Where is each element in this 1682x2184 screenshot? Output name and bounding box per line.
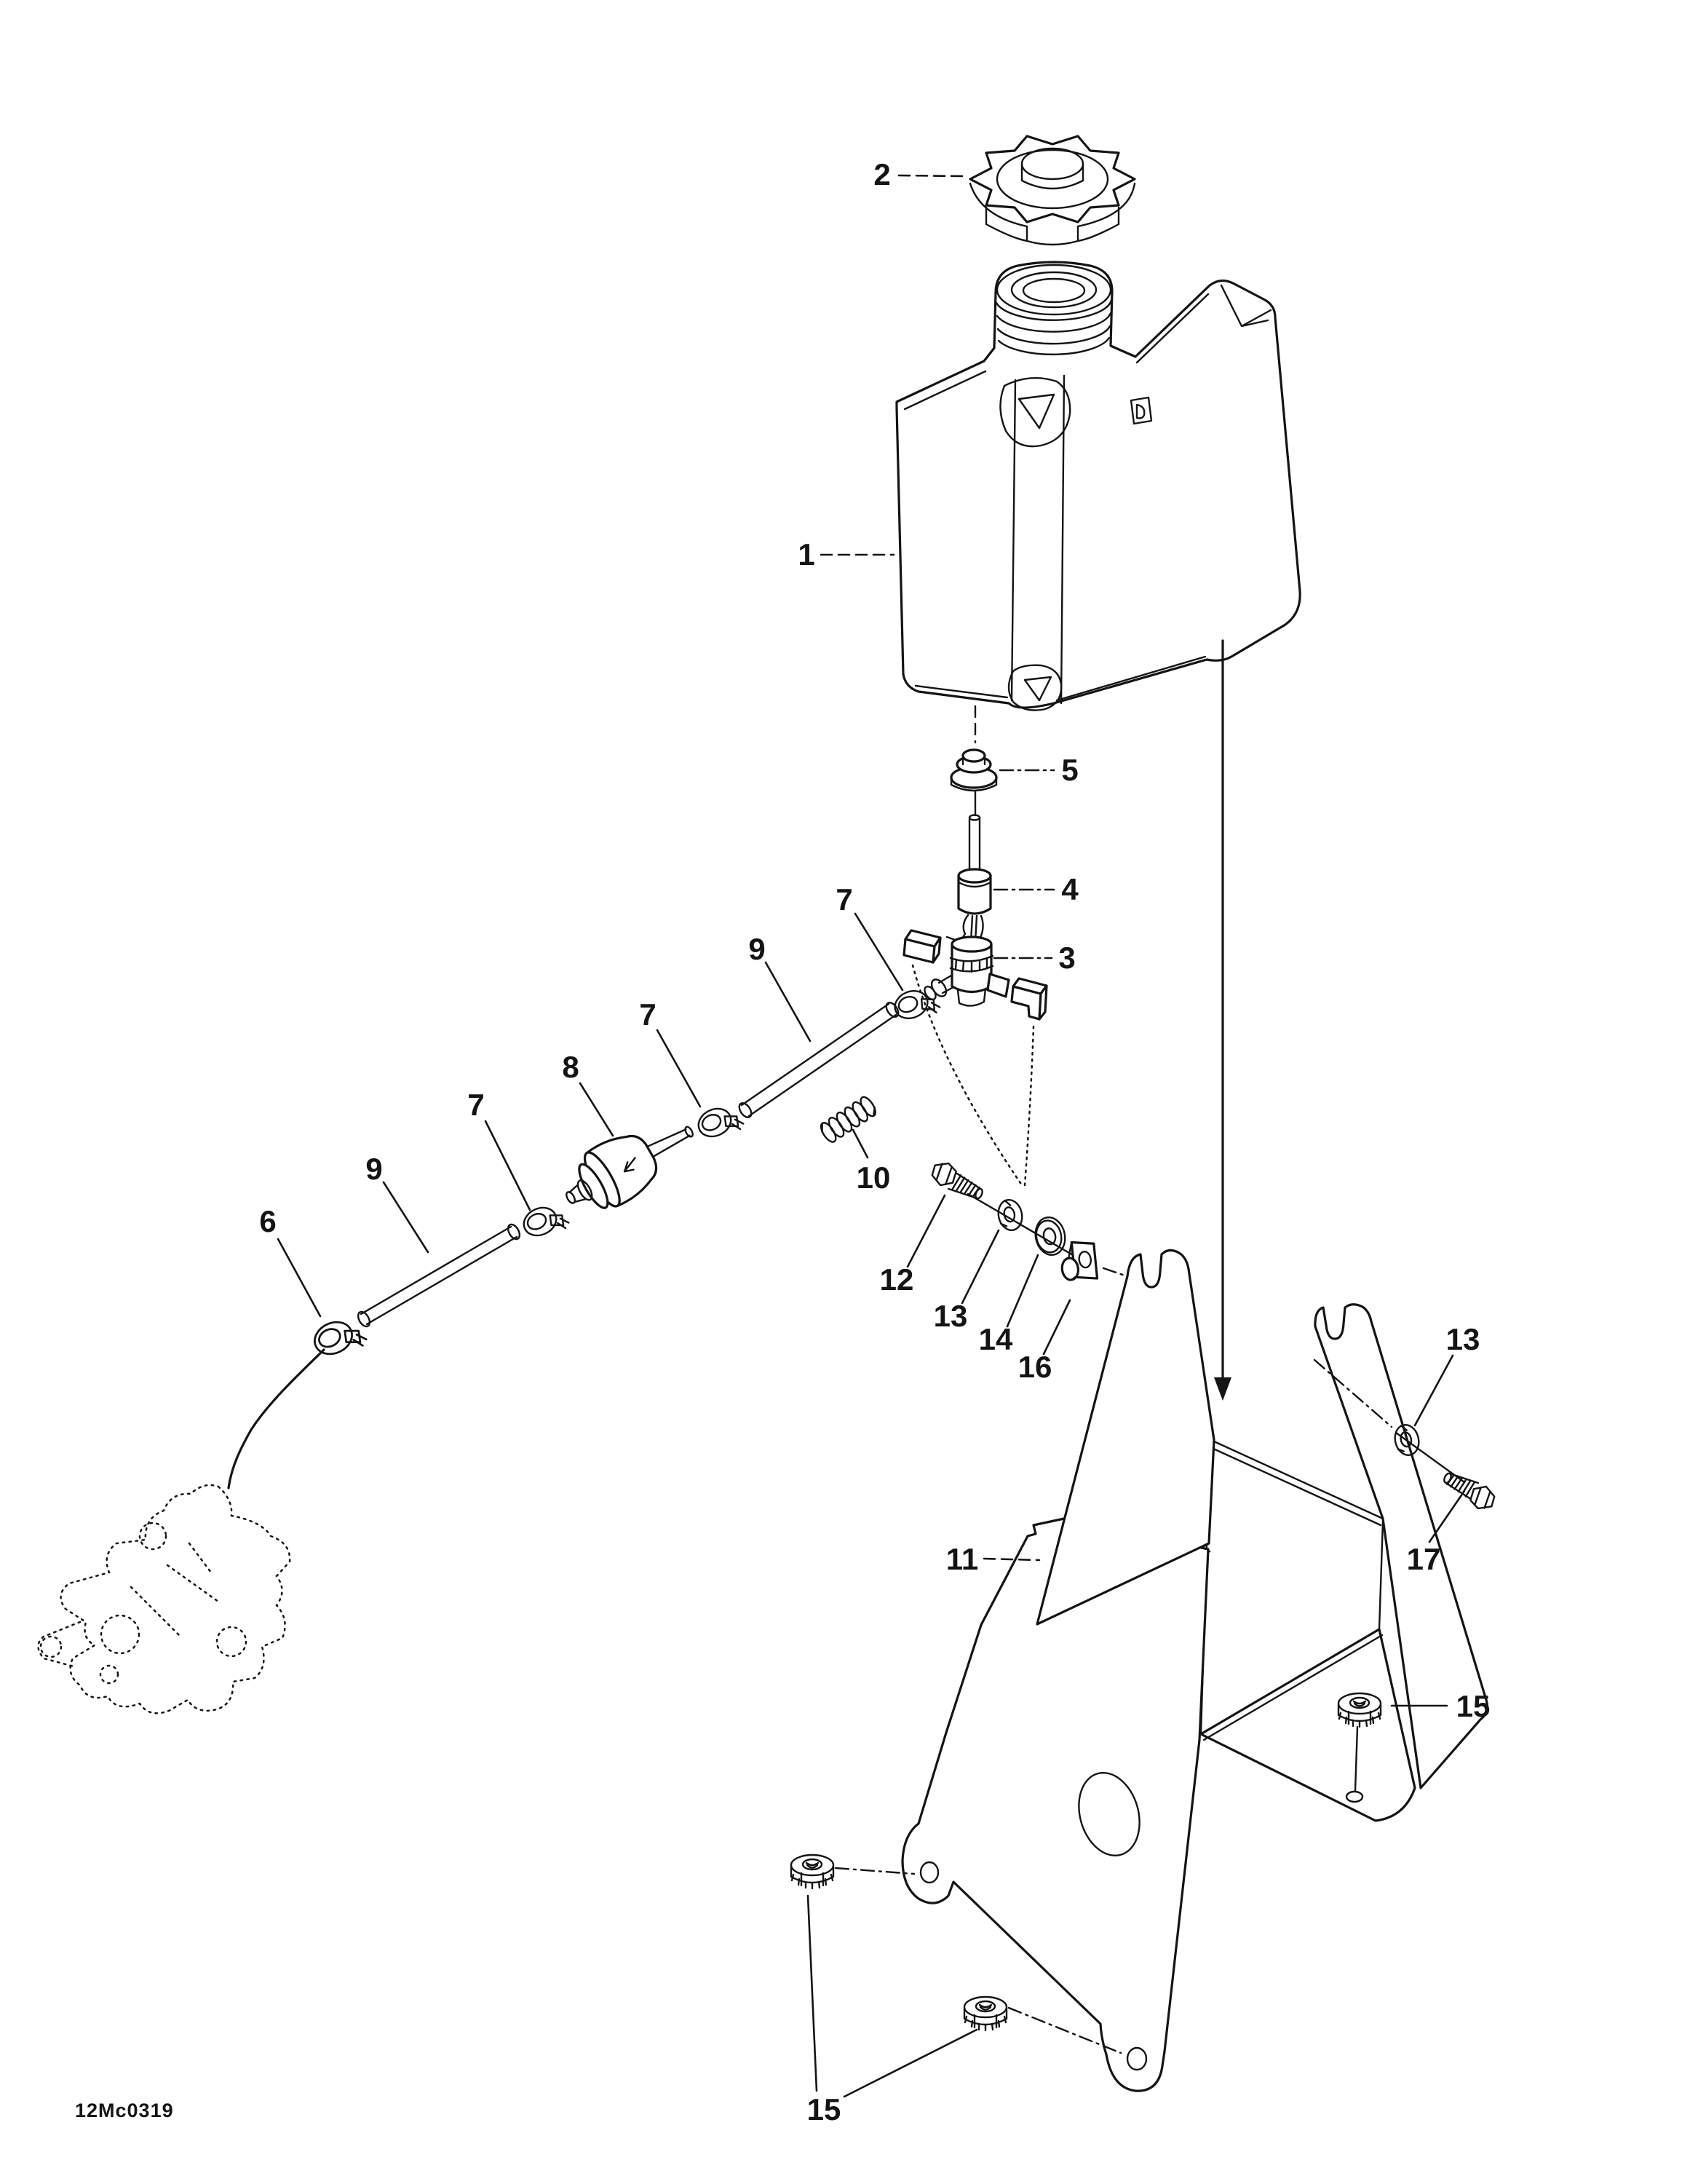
speed-clip-16 (1060, 1241, 1099, 1281)
bracket-tab-hole-left (919, 1861, 940, 1884)
callout-5: 5 (1061, 753, 1078, 787)
valve-outlet-barb (924, 974, 955, 1001)
alignment-dotted-right (1023, 1025, 1035, 1187)
callout-14: 14 (979, 1322, 1013, 1356)
callout-6: 6 (259, 1204, 276, 1238)
valve-mount-block-right (1010, 977, 1048, 1021)
oil-tank (895, 261, 1301, 711)
bolt-12 (927, 1158, 989, 1203)
callout-13: 13 (934, 1299, 968, 1333)
callout-17: 17 (1407, 1542, 1441, 1576)
hose-routing-line (227, 1348, 325, 1489)
callout-2: 2 (873, 157, 890, 191)
flow-arrow-icon (623, 1157, 636, 1173)
reservoir-cylinder (957, 868, 992, 946)
right-fastener-axis (1313, 1358, 1393, 1428)
callout-1: 1 (798, 537, 814, 571)
callout-16: 16 (1018, 1350, 1052, 1384)
tank-logo-badge (1130, 396, 1153, 425)
tank-filler-neck (995, 264, 1113, 356)
bracket-front-plate (901, 1517, 1210, 2092)
callout-7c: 7 (467, 1088, 484, 1122)
callout-9a: 9 (748, 932, 765, 966)
callout-3: 3 (1058, 941, 1075, 975)
callout-4: 4 (1061, 872, 1079, 906)
dipstick-tube (968, 814, 981, 875)
bolt-17 (1437, 1468, 1499, 1514)
shutoff-valve (924, 935, 1010, 1007)
spring (817, 1093, 879, 1146)
callout-15-bottom: 15 (807, 2092, 841, 2126)
nut-axis-left (834, 1867, 916, 1875)
callout-10: 10 (857, 1160, 891, 1195)
oil-hose-upper (738, 1002, 900, 1118)
bracket-left-arm (1036, 1249, 1215, 1626)
nut-15-bottom (963, 1995, 1008, 2032)
bracket-fold-top (1210, 1440, 1384, 1527)
flat-washer-14 (1031, 1214, 1070, 1259)
bracket-right-panel (1199, 1628, 1416, 1822)
nut-axis-bottom (1007, 2006, 1122, 2054)
bracket-nut-hole (1345, 1790, 1364, 1803)
callout-11: 11 (946, 1542, 978, 1576)
oil-hose-lower (357, 1223, 521, 1328)
leader-lines (277, 174, 1466, 2098)
oil-filter (566, 1125, 694, 1209)
drawing-code: 12Mc0319 (75, 2100, 174, 2121)
oil-pump-phantom (37, 1484, 291, 1714)
bracket-large-hole (1078, 1771, 1140, 1857)
callout-7b: 7 (639, 997, 656, 1032)
callout-7a: 7 (836, 882, 852, 917)
locating-arrow (1214, 639, 1231, 1401)
support-bracket (901, 1249, 1488, 2092)
nut-15-left (790, 1853, 835, 1890)
callout-15-right: 15 (1456, 1689, 1491, 1723)
callout-12: 12 (880, 1262, 914, 1297)
bracket-tab-hole-right (1126, 2046, 1148, 2071)
callout-13-right: 13 (1446, 1322, 1480, 1356)
callout-8: 8 (562, 1050, 579, 1084)
grommet (950, 748, 998, 792)
bracket-right-arm (1314, 1303, 1488, 1789)
hose-clamp-7b (693, 1099, 746, 1146)
filler-cap (969, 135, 1136, 246)
callout-9b: 9 (365, 1152, 382, 1186)
lock-washer-13 (994, 1196, 1026, 1234)
valve-mount-block-left (903, 929, 942, 964)
